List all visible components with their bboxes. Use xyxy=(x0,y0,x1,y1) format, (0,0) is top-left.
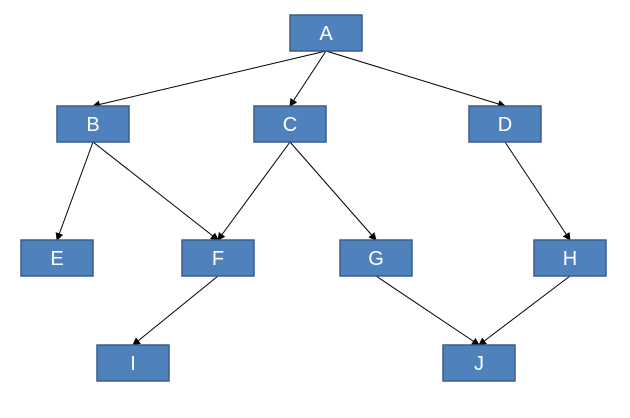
node-b: B xyxy=(56,105,130,143)
edge-c-f xyxy=(217,141,291,241)
node-box xyxy=(442,344,516,382)
node-box xyxy=(339,239,413,277)
node-label: I xyxy=(130,353,136,375)
edge-f-i xyxy=(132,275,219,346)
node-c: C xyxy=(253,105,327,143)
node-label: C xyxy=(283,114,297,136)
node-label: B xyxy=(86,114,99,136)
node-f: F xyxy=(181,239,255,277)
node-h: H xyxy=(533,239,607,277)
node-label: F xyxy=(212,248,224,270)
node-box xyxy=(253,105,327,143)
edges xyxy=(55,50,571,346)
node-box xyxy=(289,14,363,52)
node-e: E xyxy=(20,239,94,277)
node-box xyxy=(20,239,94,277)
edge-h-j xyxy=(478,275,571,346)
edge-d-h xyxy=(504,141,571,241)
node-box xyxy=(468,105,542,143)
edge-g-j xyxy=(375,275,480,346)
node-box xyxy=(56,105,130,143)
node-label: A xyxy=(319,23,333,45)
node-label: J xyxy=(474,353,484,375)
nodes: A B C D E F G H I J xyxy=(20,14,607,382)
node-j: J xyxy=(442,344,516,382)
edge-a-d xyxy=(325,50,506,108)
node-label: E xyxy=(50,248,63,270)
edge-b-f xyxy=(92,141,219,241)
node-box xyxy=(96,344,170,382)
node-d: D xyxy=(468,105,542,143)
node-label: H xyxy=(563,248,577,270)
edge-a-b xyxy=(92,50,327,109)
node-a: A xyxy=(289,14,363,52)
node-label: D xyxy=(498,114,512,136)
edge-c-g xyxy=(289,141,377,241)
node-i: I xyxy=(96,344,170,382)
edge-b-e xyxy=(55,141,94,241)
node-box xyxy=(181,239,255,277)
node-label: G xyxy=(368,248,384,270)
node-g: G xyxy=(339,239,413,277)
node-box xyxy=(533,239,607,277)
edge-a-c xyxy=(289,50,327,107)
